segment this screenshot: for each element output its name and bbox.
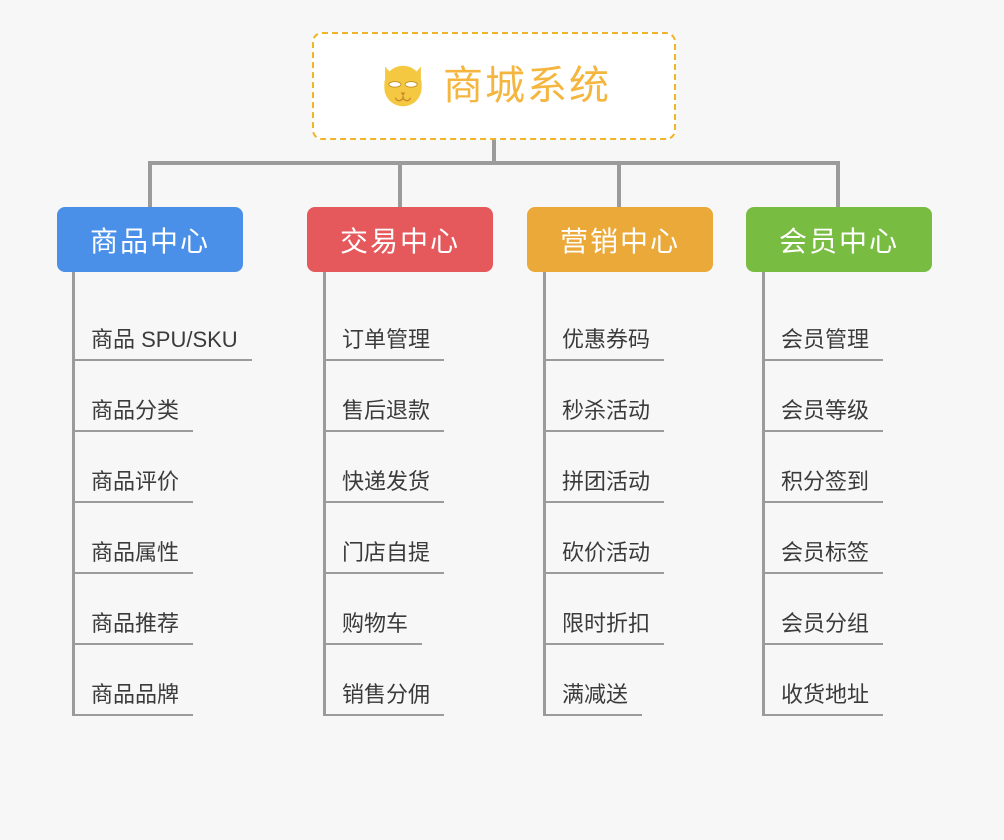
list-item[interactable]: 门店自提 [326,503,445,574]
list-item[interactable]: 会员管理 [765,290,884,361]
sub-item-label: 商品推荐 [75,610,194,645]
branch-交易中心: 交易中心 [307,207,493,272]
sub-item-label: 会员等级 [765,397,884,432]
list-item[interactable]: 会员分组 [765,574,884,645]
sub-item-label: 优惠券码 [546,326,665,361]
sub-item-label: 满减送 [546,681,643,716]
sub-item-label: 商品分类 [75,397,194,432]
list-item[interactable]: 拼团活动 [546,432,665,503]
sub-item-label: 商品 SPU/SKU [75,326,252,361]
list-item[interactable]: 秒杀活动 [546,361,665,432]
sub-item-label: 会员分组 [765,610,884,645]
list-item[interactable]: 满减送 [546,645,664,716]
sub-item-label: 销售分佣 [326,681,445,716]
list-item[interactable]: 商品 SPU/SKU [75,290,252,361]
sub-list-2: 优惠券码 秒杀活动 拼团活动 砍价活动 限时折扣 满减送 [543,272,665,716]
list-item[interactable]: 会员等级 [765,361,884,432]
sub-item-label: 商品品牌 [75,681,194,716]
sub-item-label: 积分签到 [765,468,884,503]
sub-item-label: 秒杀活动 [546,397,665,432]
list-item[interactable]: 商品推荐 [75,574,252,645]
root-node[interactable]: 商城系统 [312,32,676,140]
branch-label-2: 营销中心 [559,225,680,257]
branch-header-1[interactable]: 交易中心 [307,207,493,272]
sub-item-label: 砍价活动 [546,539,665,574]
list-item[interactable]: 商品品牌 [75,645,252,716]
sub-item-label: 商品评价 [75,468,194,503]
branch-label-1: 交易中心 [339,225,460,257]
shiba-dog-icon [384,65,422,107]
sub-item-label: 门店自提 [326,539,445,574]
sub-item-label: 会员管理 [765,326,884,361]
list-item[interactable]: 商品分类 [75,361,252,432]
sub-item-label: 拼团活动 [546,468,665,503]
list-item[interactable]: 收货地址 [765,645,884,716]
sub-item-label: 收货地址 [765,681,884,716]
sub-list-3: 会员管理 会员等级 积分签到 会员标签 会员分组 收货地址 [762,272,884,716]
list-item[interactable]: 限时折扣 [546,574,665,645]
sub-list-0: 商品 SPU/SKU 商品分类 商品评价 商品属性 商品推荐 商品品牌 [72,272,252,716]
list-item[interactable]: 会员标签 [765,503,884,574]
sub-item-label: 快递发货 [326,468,445,503]
branch-商品中心: 商品中心 [57,207,243,272]
list-item[interactable]: 优惠券码 [546,290,665,361]
branch-营销中心: 营销中心 [527,207,713,272]
sub-item-label: 会员标签 [765,539,884,574]
list-item[interactable]: 售后退款 [326,361,445,432]
list-item[interactable]: 购物车 [326,574,444,645]
branch-header-0[interactable]: 商品中心 [57,207,243,272]
list-item[interactable]: 快递发货 [326,432,445,503]
sub-item-label: 订单管理 [326,326,445,361]
sub-item-label: 限时折扣 [546,610,665,645]
list-item[interactable]: 销售分佣 [326,645,445,716]
list-item[interactable]: 商品评价 [75,432,252,503]
list-item[interactable]: 订单管理 [326,290,445,361]
branch-会员中心: 会员中心 [746,207,932,272]
sub-item-label: 商品属性 [75,539,194,574]
branch-header-2[interactable]: 营销中心 [527,207,713,272]
list-item[interactable]: 商品属性 [75,503,252,574]
root-title: 商城系统 [443,64,611,108]
list-item[interactable]: 积分签到 [765,432,884,503]
sub-item-label: 购物车 [326,610,423,645]
list-item[interactable]: 砍价活动 [546,503,665,574]
branch-header-3[interactable]: 会员中心 [746,207,932,272]
sub-item-label: 售后退款 [326,397,445,432]
branch-label-3: 会员中心 [778,225,899,257]
sub-list-1: 订单管理 售后退款 快递发货 门店自提 购物车 销售分佣 [323,272,445,716]
branch-label-0: 商品中心 [89,225,210,257]
